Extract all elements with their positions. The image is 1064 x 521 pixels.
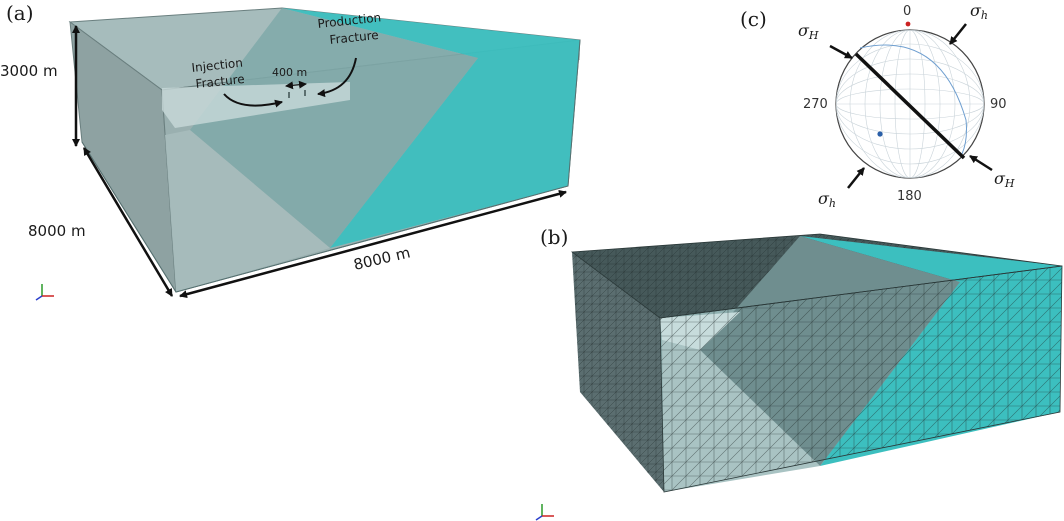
panel-c-label: (c) xyxy=(740,7,767,31)
axis-triad-icon xyxy=(535,504,554,521)
injection-label-line1: Injection xyxy=(191,56,244,75)
panel-b-label: (b) xyxy=(540,225,568,249)
stereonet-west-label: 270 xyxy=(803,97,828,112)
model-box xyxy=(68,7,581,293)
production-arrow-icon xyxy=(317,57,357,98)
sigma-h-arrow-upper-icon xyxy=(949,23,967,45)
panel-a-label: (a) xyxy=(6,1,34,25)
panel-a: (a) 3000 m 8000 m 8000 m Injecti xyxy=(0,1,581,301)
sigma-H-arrow-upper-icon xyxy=(829,44,853,60)
fault-plane-shade xyxy=(190,8,478,248)
mesh-model xyxy=(570,233,1063,493)
sigma-h-arrow-lower-icon xyxy=(847,167,865,189)
depth-label: 3000 m xyxy=(0,62,58,80)
stereonet xyxy=(835,21,985,179)
width-label: 8000 m xyxy=(28,222,86,240)
fault-great-circle xyxy=(859,44,967,155)
width-arrow-icon xyxy=(82,147,174,297)
sigma-h-max-axis xyxy=(854,52,966,160)
production-label-line2: Fracture xyxy=(329,28,379,47)
panel-c: (c) 0 90 180 270 xyxy=(740,1,1015,210)
fault-pole-point xyxy=(877,131,883,137)
fault-plane-front xyxy=(282,8,580,248)
injection-label-line2: Fracture xyxy=(195,72,245,91)
stereonet-grid xyxy=(836,30,984,178)
spacing-label: 400 m xyxy=(272,66,307,79)
injection-arrow-icon xyxy=(223,93,283,108)
production-label-line1: Production xyxy=(317,10,382,31)
injection-fracture-mark xyxy=(288,92,290,98)
sigma-H-label-lower: σH xyxy=(994,169,1015,190)
stereonet-north-label: 0 xyxy=(903,4,911,19)
sigma-H-arrow-lower-icon xyxy=(969,154,993,172)
north-marker-icon xyxy=(905,21,911,27)
stereonet-south-label: 180 xyxy=(897,189,922,204)
length-arrow-icon xyxy=(179,189,567,299)
spacing-arrow-icon xyxy=(285,80,307,90)
production-fracture-mark xyxy=(304,90,306,96)
axis-triad-icon xyxy=(35,284,54,301)
stereonet-east-label: 90 xyxy=(990,97,1007,112)
panel-b: (b) xyxy=(535,225,1063,521)
sigma-H-label-upper: σH xyxy=(798,21,819,42)
sigma-h-label-upper: σh xyxy=(970,1,988,22)
sigma-h-label-lower: σh xyxy=(818,189,836,210)
